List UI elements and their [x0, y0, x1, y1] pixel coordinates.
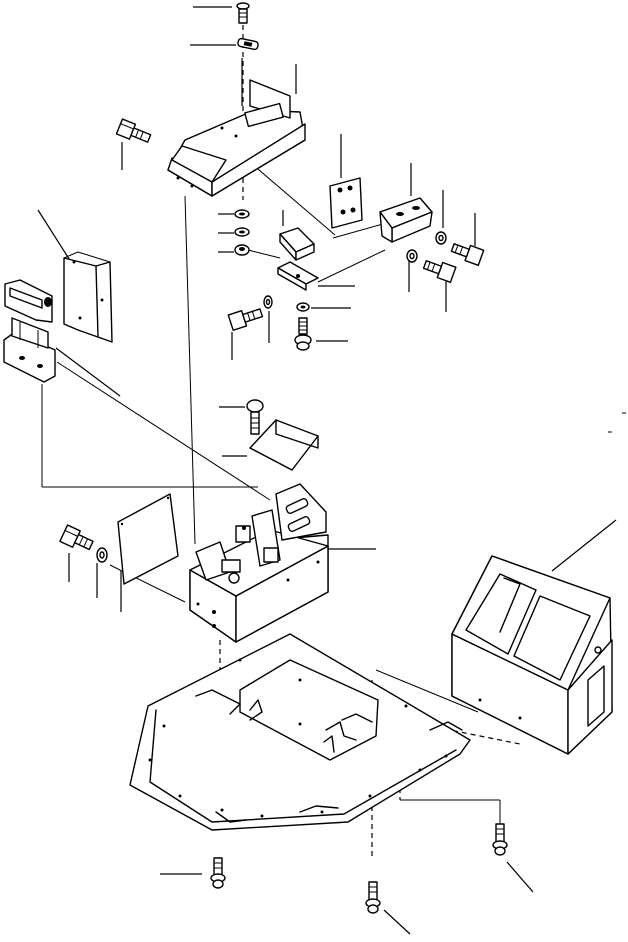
small-bracket-part: [277, 261, 319, 291]
housing-window-right: [513, 595, 591, 681]
washer-box-part: [96, 547, 108, 563]
assembly-line-cover-to-box: [184, 195, 196, 545]
bolt-mid-part: [227, 308, 264, 331]
leader-line-side-cover: [37, 209, 72, 263]
bolt-left-part: [115, 118, 152, 143]
cover-plate-part: [249, 419, 319, 471]
side-cover-icon: [63, 257, 113, 343]
housing-window-left: [465, 573, 537, 655]
angle-bracket-part: [379, 197, 433, 243]
floor-bolt-right-icon: [495, 823, 505, 843]
side-cover-part: [63, 251, 113, 343]
bracket-icon: [329, 177, 363, 229]
rear-console-housing-part: [451, 555, 613, 755]
leader-lines: [37, 6, 626, 935]
washers-stack-part: [234, 209, 250, 256]
right-hardware: [406, 231, 485, 284]
leader-line-rear-housing: [551, 519, 617, 572]
assembly-line-cover-to-bracket: [244, 157, 336, 236]
screw-plate-icon: [246, 399, 264, 413]
assembly-line-to-housing: [375, 669, 479, 713]
floor-bolt-center: [365, 881, 381, 914]
assembly-line-small-bracket: [317, 249, 386, 283]
bolt-box-part: [59, 524, 94, 551]
assembly-line-washers: [247, 249, 281, 259]
mid-hardware: [263, 295, 312, 351]
side-plate-icon: [117, 493, 179, 585]
mounting-bracket-part: [329, 177, 363, 229]
assembly-line-side-to-box: [56, 361, 271, 501]
floor-bolt-left: [210, 857, 226, 889]
screw-plate-part: [246, 399, 264, 435]
leader-line-floor-bolt-right: [506, 861, 534, 893]
floor-bolt-right: [492, 823, 508, 856]
upper-console-cover-part: [167, 79, 306, 197]
side-plate-part: [117, 493, 179, 585]
floor-bolt-center-icon: [368, 881, 378, 901]
box-back-panel: [275, 483, 327, 541]
rubber-block-part: [279, 227, 315, 261]
screw-shank-icon: [238, 8, 248, 24]
leader-line-floor-bolt-center: [383, 909, 411, 935]
leader-line-side-bracket: [55, 347, 121, 397]
floor-bolts-part: [210, 823, 508, 914]
control-box-part: [189, 483, 329, 643]
side-bracket-assembly-part: [3, 279, 56, 383]
screw-top-part: [236, 2, 250, 24]
bolt-shank-icon: [130, 127, 152, 143]
floor-plate-part: [129, 633, 471, 831]
clip-top-part: [237, 37, 259, 51]
screw-head-icon: [236, 2, 250, 10]
